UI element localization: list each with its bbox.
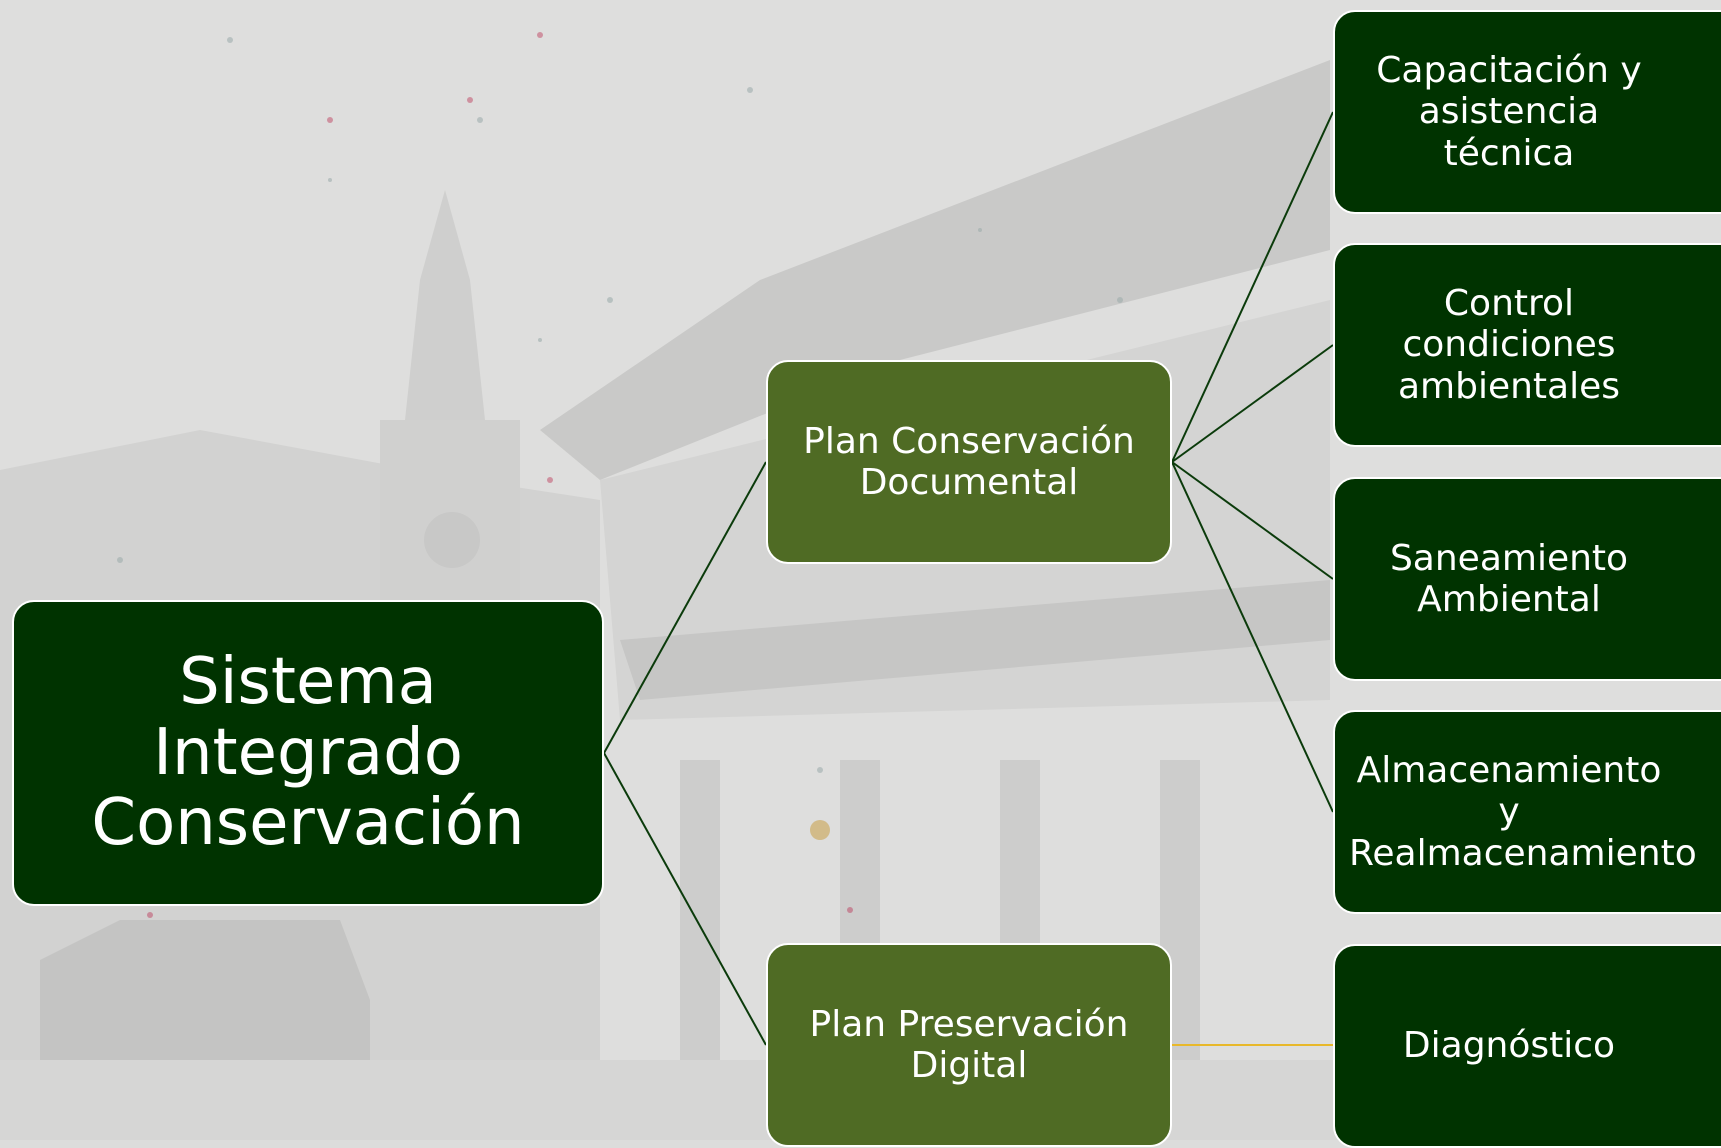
branch-node-label: Plan Preservación Digital (809, 1003, 1129, 1086)
branch-node-plan-preservacion: Plan Preservación Digital (766, 943, 1172, 1147)
root-node-label: Sistema Integrado Conservación (91, 645, 525, 861)
leaf-node-capacitacion: Capacitación y asistencia técnica (1333, 10, 1721, 214)
connector-root-to-plan-conservacion (603, 461, 767, 754)
leaf-node-label: Capacitación y asistencia técnica (1376, 49, 1642, 174)
leaf-node-almacenamiento: Almacenamiento y Realmacenamiento (1333, 710, 1721, 914)
connector-to-almacenamiento (1171, 461, 1334, 813)
leaf-node-control-condiciones: Control condiciones ambientales (1333, 243, 1721, 447)
leaf-node-label: Control condiciones ambientales (1397, 282, 1621, 407)
branch-node-plan-conservacion: Plan Conservación Documental (766, 360, 1172, 564)
connector-to-control (1171, 344, 1334, 463)
leaf-node-label: Almacenamiento y Realmacenamiento (1349, 749, 1697, 874)
connector-to-capacitacion (1171, 111, 1334, 463)
leaf-node-saneamiento: Saneamiento Ambiental (1333, 477, 1721, 681)
leaf-node-diagnostico: Diagnóstico (1333, 944, 1721, 1148)
leaf-node-label: Saneamiento Ambiental (1389, 537, 1629, 620)
leaf-node-label: Diagnóstico (1402, 1025, 1616, 1067)
branch-node-label: Plan Conservación Documental (803, 420, 1135, 503)
connector-to-saneamiento (1171, 461, 1334, 580)
connector-root-to-plan-preservacion (603, 752, 767, 1046)
root-node-sistema-integrado: Sistema Integrado Conservación (12, 600, 604, 906)
